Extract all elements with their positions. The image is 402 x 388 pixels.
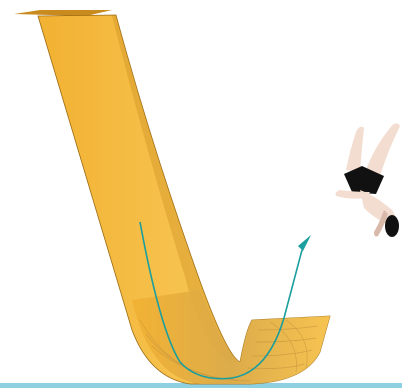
trajectory-arrowhead xyxy=(298,235,311,251)
person-head xyxy=(385,215,399,237)
jumping-person-figure xyxy=(336,123,401,237)
person-leg-back xyxy=(346,127,364,172)
